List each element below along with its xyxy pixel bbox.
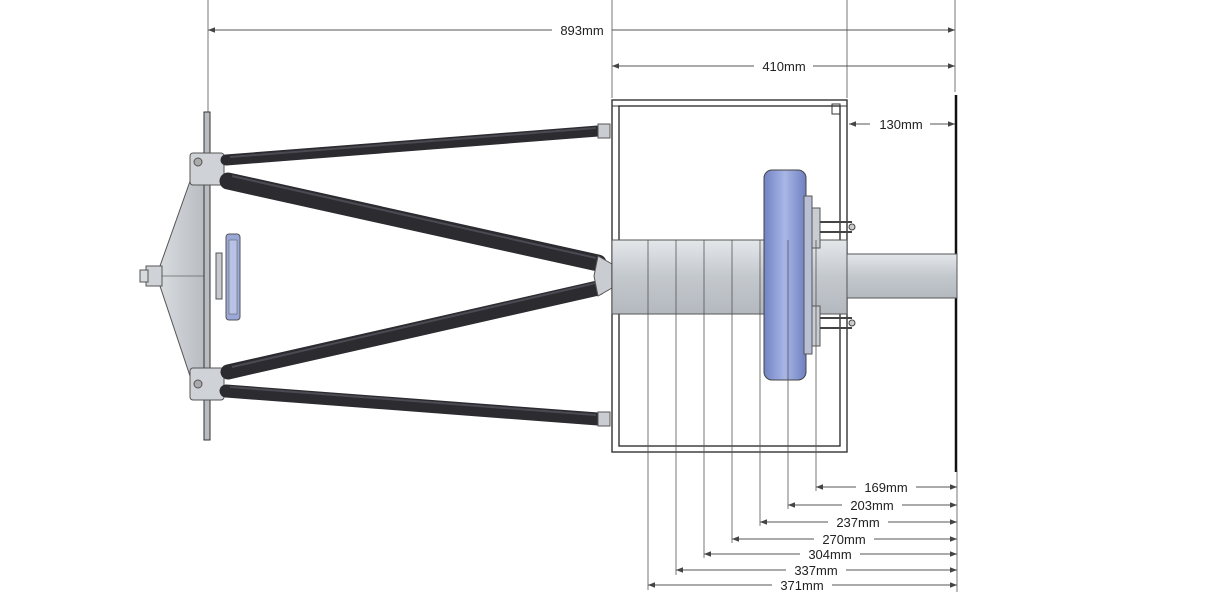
dimension-position-3-label: 237mm	[836, 515, 879, 530]
truss-joint-top	[189, 152, 225, 186]
position-dimensions: 169mm 203mm 237mm 270mm 304mm 337mm	[648, 480, 957, 593]
dimension-overall-label: 893mm	[560, 23, 603, 38]
dimension-position-4-label: 270mm	[822, 532, 865, 547]
dimension-position-3: 237mm	[760, 515, 957, 530]
truss-tube-2	[219, 172, 607, 272]
dimension-position-6: 337mm	[676, 563, 957, 578]
position-extension-lines	[647, 240, 958, 592]
altitude-shaft	[846, 253, 958, 299]
secondary-ring-plate	[203, 111, 211, 441]
top-extension-lines	[207, 0, 956, 112]
dimension-position-1-label: 169mm	[864, 480, 907, 495]
dimension-position-2-label: 203mm	[850, 498, 893, 513]
dimension-end-offset-label: 130mm	[879, 117, 922, 132]
focuser	[215, 252, 223, 300]
dimension-position-2: 203mm	[788, 498, 957, 513]
truss-tubes	[219, 123, 613, 427]
dimension-position-5: 304mm	[704, 547, 957, 562]
dimension-position-7: 371mm	[648, 578, 957, 593]
dimension-cage-width: 410mm	[612, 59, 955, 74]
truss-tube-3	[220, 280, 606, 380]
dimension-end-offset: 130mm	[849, 117, 955, 132]
truss-joint-bottom	[189, 367, 225, 401]
dimension-cage-width-label: 410mm	[762, 59, 805, 74]
secondary-assembly	[139, 111, 241, 441]
dimension-position-1: 169mm	[816, 480, 957, 495]
dimension-position-5-label: 304mm	[808, 547, 851, 562]
dimension-position-6-label: 337mm	[794, 563, 837, 578]
spider-vanes	[159, 169, 207, 389]
truss-tube-1	[220, 125, 604, 166]
truss-tube-4	[219, 384, 605, 426]
dimension-position-4: 270mm	[732, 532, 957, 547]
dimension-position-7-label: 371mm	[780, 578, 823, 593]
dimension-overall: 893mm	[208, 23, 955, 38]
